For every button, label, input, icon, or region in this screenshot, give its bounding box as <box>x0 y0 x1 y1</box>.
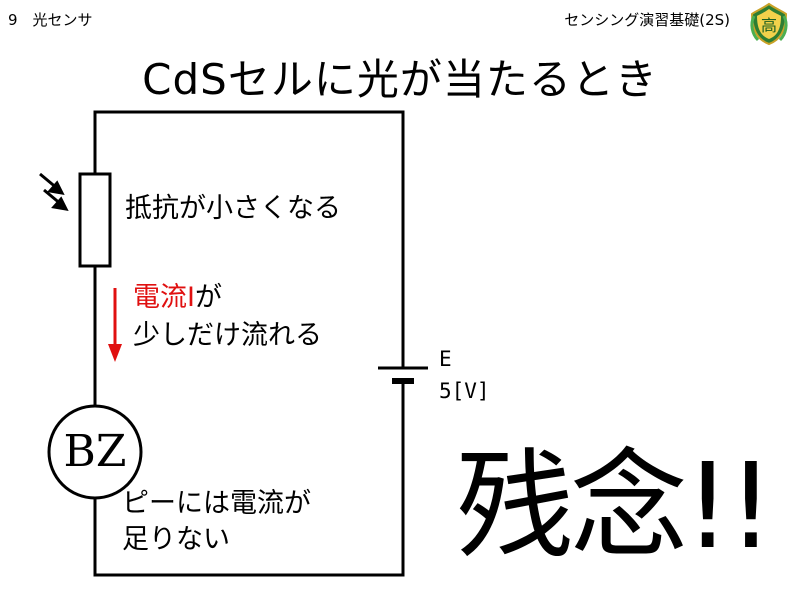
exclamation-text: 残念!! <box>456 437 775 575</box>
course-title: センシング演習基礎(2S) <box>564 11 730 29</box>
resistor-note: 抵抗が小さくなる <box>125 193 341 224</box>
battery-label: E 5[V] <box>439 343 490 407</box>
buzzer-circle <box>47 404 143 500</box>
slide-chapter: 9 光センサ <box>8 11 93 29</box>
current-label-suffix: が <box>194 282 222 313</box>
battery-symbol <box>378 366 428 384</box>
current-note-line2: 少しだけ流れる <box>133 320 322 351</box>
buzzer-note: ピーには電流が 足りない <box>122 486 311 558</box>
buzzer-label: BZ <box>63 426 127 477</box>
slide-title: CdSセルに光が当たるとき <box>142 55 658 104</box>
current-label: 電流I <box>133 282 195 313</box>
circuit-wires <box>93 110 405 577</box>
cds-resistor <box>78 172 112 268</box>
current-arrow-icon <box>108 288 122 362</box>
buzzer-note-line2: 足りない <box>122 524 230 555</box>
battery-voltage: 5[V] <box>439 379 490 403</box>
logo-text: 高 <box>761 16 777 35</box>
current-note: 電流Iが 少しだけ流れる <box>133 279 322 355</box>
buzzer-note-line1: ピーには電流が <box>122 488 311 519</box>
battery-name: E <box>439 347 452 371</box>
light-arrows-icon <box>39 172 69 211</box>
school-emblem-icon: 高 <box>750 2 788 46</box>
